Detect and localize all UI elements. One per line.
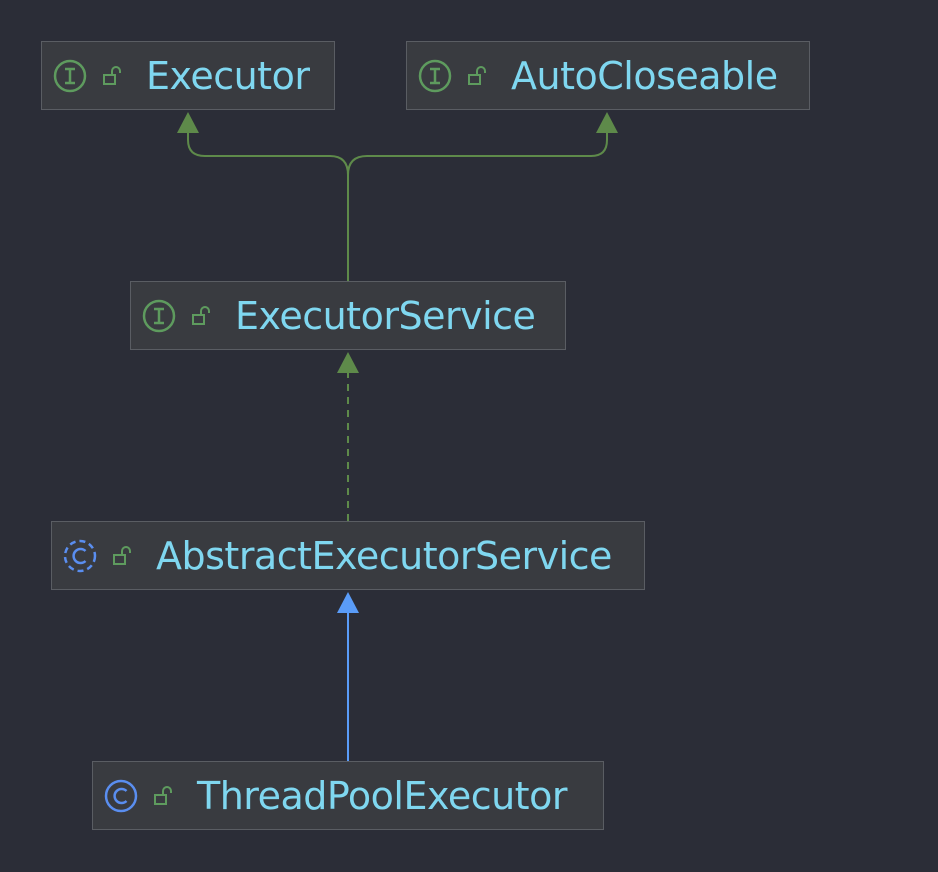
open-lock-icon	[103, 65, 121, 85]
class-icon	[104, 779, 138, 812]
open-lock-icon	[113, 545, 131, 565]
node-label: AutoCloseable	[511, 53, 778, 98]
abstract-class-icon	[63, 539, 97, 572]
arrowhead	[596, 112, 618, 133]
edge-abstract-to-executorservice	[337, 352, 359, 521]
node-executorservice[interactable]: ExecutorService	[130, 281, 566, 350]
open-lock-icon	[468, 65, 486, 85]
node-label: Executor	[146, 53, 310, 98]
node-abstract-executor-service[interactable]: AbstractExecutorService	[51, 521, 645, 590]
interface-icon	[142, 299, 176, 332]
node-label: AbstractExecutorService	[156, 533, 612, 578]
arrowhead	[177, 112, 199, 133]
node-autocloseable[interactable]: AutoCloseable	[406, 41, 810, 110]
edge-executorservice-to-autocloseable	[347, 112, 618, 176]
node-label: ExecutorService	[235, 293, 536, 338]
node-label: ThreadPoolExecutor	[197, 773, 567, 818]
arrowhead	[337, 352, 359, 373]
interface-icon	[418, 59, 452, 92]
interface-icon	[53, 59, 87, 92]
open-lock-icon	[154, 785, 172, 805]
node-executor[interactable]: Executor	[41, 41, 335, 110]
edge-executorservice-to-executor	[177, 112, 349, 281]
open-lock-icon	[192, 305, 210, 325]
node-thread-pool-executor[interactable]: ThreadPoolExecutor	[92, 761, 604, 830]
arrowhead	[337, 592, 359, 613]
edge-tpe-to-abstract	[337, 592, 359, 761]
